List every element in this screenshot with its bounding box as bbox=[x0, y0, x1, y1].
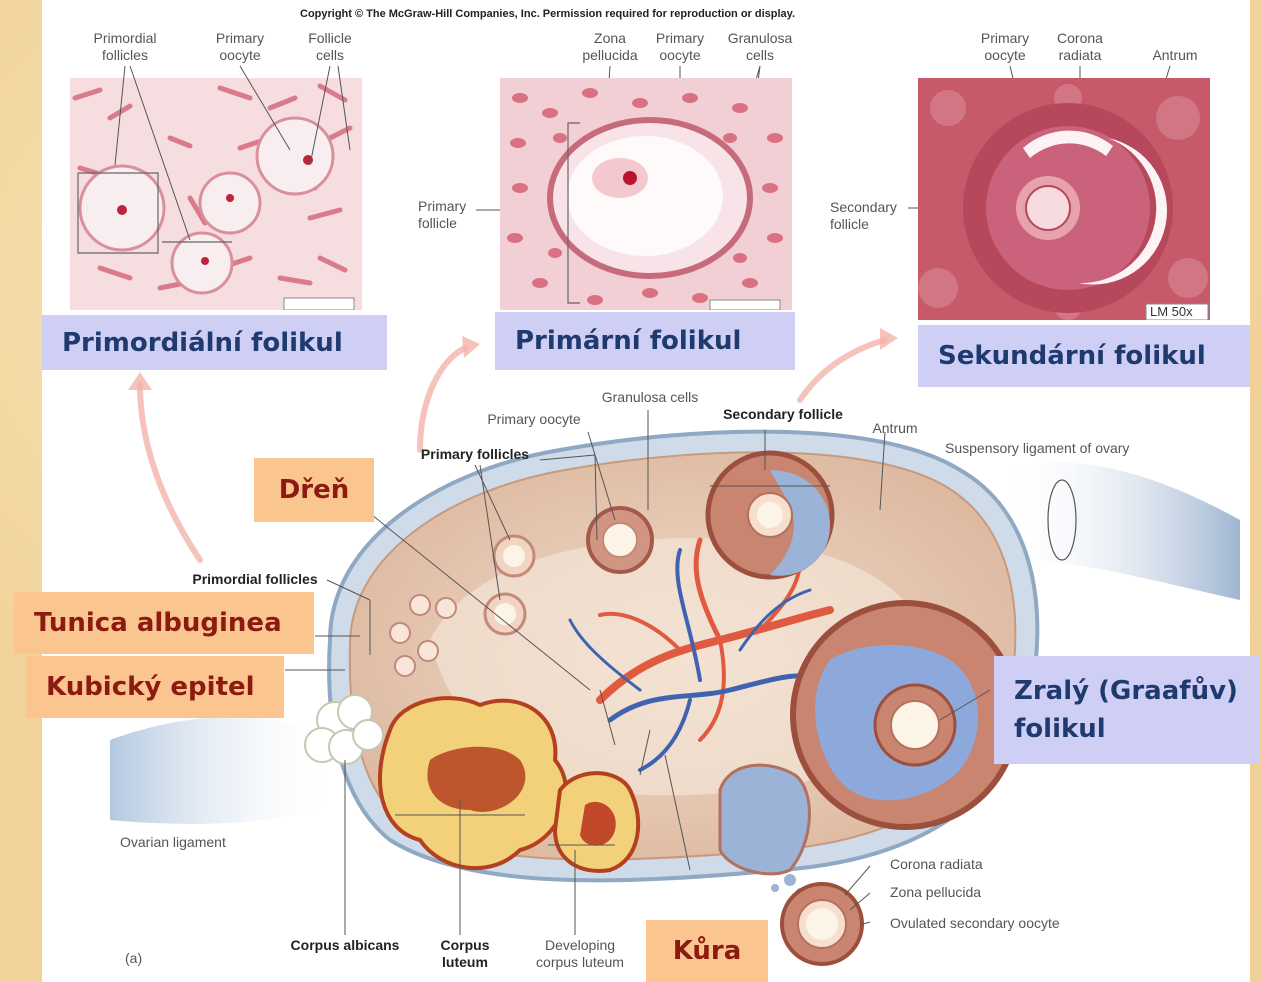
callout-dren: Dřeň bbox=[254, 458, 374, 522]
label-developing-corpus-luteum: Developing corpus luteum bbox=[520, 937, 640, 971]
panel-label: (a) bbox=[125, 950, 155, 967]
label-secondary-follicle-2: Secondary follicle bbox=[708, 406, 858, 423]
label-zona-pellucida-2: Zona pellucida bbox=[890, 884, 1010, 901]
callout-kura: Kůra bbox=[646, 920, 768, 982]
label-suspensory-ligament: Suspensory ligament of ovary bbox=[945, 440, 1165, 457]
callout-zraly-folikul: Zralý (Graafův) folikul bbox=[994, 656, 1260, 764]
label-antrum-2: Antrum bbox=[860, 420, 930, 437]
label-corpus-luteum: Corpus luteum bbox=[425, 937, 505, 971]
callout-tunica-albuginea: Tunica albuginea bbox=[14, 592, 314, 654]
label-corona-radiata-2: Corona radiata bbox=[890, 856, 1010, 873]
label-corpus-albicans: Corpus albicans bbox=[275, 937, 415, 954]
label-ovulated-oocyte: Ovulated secondary oocyte bbox=[890, 915, 1110, 932]
callout-kubicky-epitel: Kubický epitel bbox=[26, 656, 284, 718]
label-primary-oocyte-4: Primary oocyte bbox=[474, 411, 594, 428]
label-ovarian-ligament: Ovarian ligament bbox=[120, 834, 260, 851]
label-granulosa-cells-2: Granulosa cells bbox=[590, 389, 710, 406]
label-primary-follicles: Primary follicles bbox=[405, 446, 545, 463]
label-primordial-follicles-2: Primordial follicles bbox=[180, 571, 330, 588]
